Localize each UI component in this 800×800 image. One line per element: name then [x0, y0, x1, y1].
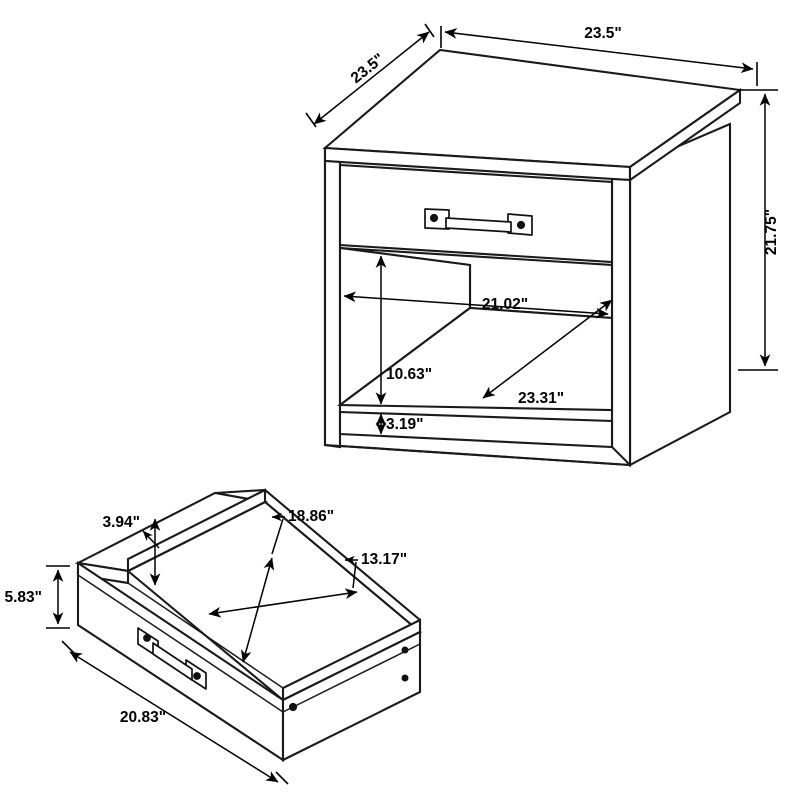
nightstand-right-side-panel [628, 122, 732, 467]
nightstand-bottom-edge [324, 443, 631, 467]
dimension-leader-riser [271, 518, 284, 555]
dimension-leader [142, 530, 160, 549]
witness-line-top [424, 23, 435, 38]
drawer-rear-floor-edge [282, 619, 421, 689]
drawer-screw-front-right [288, 702, 298, 712]
drawer-screw-upper-right [401, 646, 409, 654]
dimension-width-23-5: 23.5" [440, 25, 758, 86]
drawer-figure: 5.83" 20.83" 3.94" 18.86" [4, 488, 422, 785]
dimension-label-shelf-depth: 23.31" [518, 390, 564, 407]
drawer-handle-screw-left [143, 634, 151, 642]
dimension-arrow-line [444, 28, 754, 73]
nightstand-top-right-edge [628, 87, 742, 183]
dimension-label-shelf-height: 10.63" [386, 366, 432, 383]
dimension-label-height: 21.75" [763, 209, 780, 255]
nightstand-drawer-handle[interactable] [424, 208, 533, 236]
nightstand-drawer-front [338, 163, 614, 264]
dimension-drawer-width-20-83: 20.83" [61, 640, 289, 785]
drawer-screw-lower-right [401, 674, 409, 682]
nightstand-bottom-plinth [338, 410, 614, 449]
dimension-label-interior-depth: 3.94" [102, 514, 140, 531]
drawer-right-top-edge [282, 643, 421, 713]
dimension-label-drawer-height: 5.83" [4, 589, 42, 606]
dimension-plinth-height-3-19: 3.19" [375, 413, 424, 435]
dimension-label-interior-width: 18.86" [288, 508, 334, 525]
nightstand-figure: 23.5" 23.5" 21.75" 21.02" [305, 23, 780, 468]
dimension-interior-depth-3-94: 3.94" [102, 514, 161, 586]
dimension-label-drawer-width: 20.83" [120, 709, 166, 726]
handle-bar [445, 217, 512, 233]
handle-screw-left [429, 213, 439, 223]
dimension-shelf-height-10-63: 10.63" [375, 255, 432, 405]
handle-screw-right [516, 220, 526, 230]
drawer-right-side-panel [281, 630, 422, 762]
dimension-arrow-line [208, 588, 358, 618]
drawer-handle-screw-right [193, 672, 201, 680]
dimension-shelf-depth-23-31: 23.31" [482, 299, 613, 407]
dimension-leader-riser [352, 561, 357, 589]
dimension-height-21-75: 21.75" [738, 89, 780, 371]
dimension-arrow-line [69, 651, 279, 783]
dimension-arrow-line [482, 299, 613, 399]
dimension-drawer-height-5-83: 5.83" [4, 565, 70, 629]
dimension-label-width: 23.5" [584, 25, 622, 42]
witness-line-bottom [305, 112, 317, 128]
dimension-label-plinth-height: 3.19" [386, 416, 424, 433]
dimension-label-interior-side: 13.17" [361, 551, 407, 568]
dimension-interior-side-13-17: 13.17" [208, 551, 407, 618]
nightstand-left-front-stile [323, 159, 342, 449]
witness-line-left [61, 640, 75, 654]
nightstand-right-front-stile [610, 177, 632, 468]
dimension-arrow-line [313, 31, 430, 125]
dimension-label-shelf-width: 21.02" [482, 296, 528, 313]
